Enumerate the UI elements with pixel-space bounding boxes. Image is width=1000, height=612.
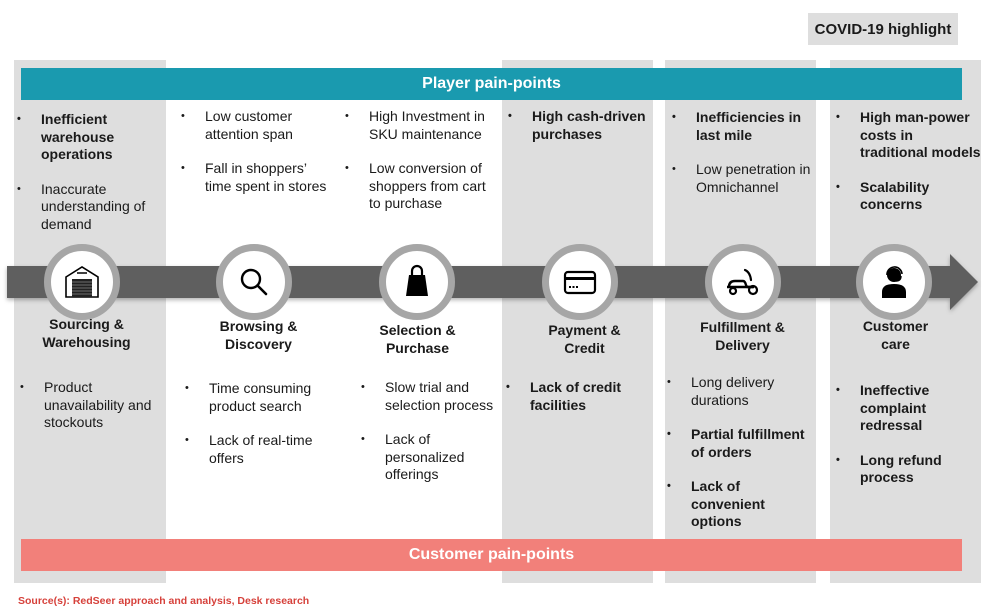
player-point: Low conversion of shoppers from cart to … bbox=[345, 160, 495, 213]
player-point: Inaccurate understanding of demand bbox=[17, 181, 167, 234]
search-icon bbox=[240, 268, 268, 296]
stage-circle-selection bbox=[379, 244, 455, 320]
stage-circle-browsing bbox=[216, 244, 292, 320]
customer-support-icon bbox=[882, 266, 906, 298]
warehouse-icon bbox=[65, 266, 99, 298]
customer-points-selection: Slow trial and selection process Lack of… bbox=[361, 379, 506, 501]
customer-point: Ineffective complaint redressal bbox=[836, 382, 981, 435]
customer-point: Lack of convenient options bbox=[667, 478, 817, 531]
stage-title-payment: Payment & Credit bbox=[548, 322, 621, 356]
player-points-sourcing: Inefficient warehouse operations Inaccur… bbox=[17, 111, 167, 250]
customer-points-sourcing: Product unavailability and stockouts bbox=[20, 379, 165, 449]
credit-card-icon bbox=[563, 270, 597, 295]
player-point: Scalability concerns bbox=[836, 179, 981, 214]
stage-title-browsing: Browsing & Discovery bbox=[219, 318, 298, 352]
player-pain-points-band: Player pain-points bbox=[21, 68, 962, 100]
player-points-payment: High cash-driven purchases bbox=[508, 108, 653, 160]
customer-points-fulfillment: Long delivery durations Partial fulfillm… bbox=[667, 374, 817, 548]
customer-point: Long refund process bbox=[836, 452, 981, 487]
stage-circle-sourcing bbox=[44, 244, 120, 320]
player-points-customer-care: High man-power costs in traditional mode… bbox=[836, 109, 981, 231]
player-points-selection: High Investment in SKU maintenance Low c… bbox=[345, 108, 495, 230]
player-points-browsing: Low customer attention span Fall in shop… bbox=[181, 108, 331, 212]
player-point: Low penetration in Omnichannel bbox=[672, 161, 817, 196]
covid-highlight-legend: COVID-19 highlight bbox=[808, 13, 958, 45]
customer-points-customer-care: Ineffective complaint redressal Long ref… bbox=[836, 382, 981, 504]
player-point: High man-power costs in traditional mode… bbox=[836, 109, 981, 162]
source-note: Source(s): RedSeer approach and analysis… bbox=[18, 595, 310, 607]
covid-column-payment bbox=[502, 60, 653, 583]
shopping-bag-icon bbox=[406, 264, 428, 296]
customer-points-browsing: Time consuming product search Lack of re… bbox=[185, 380, 335, 484]
stage-title-customer-care: Customer care bbox=[862, 318, 929, 352]
customer-point: Lack of personalized offerings bbox=[361, 431, 506, 484]
customer-point: Product unavailability and stockouts bbox=[20, 379, 165, 432]
stage-circle-payment bbox=[542, 244, 618, 320]
customer-point: Partial fulfillment of orders bbox=[667, 426, 817, 461]
stage-circle-fulfillment bbox=[705, 244, 781, 320]
player-point: Inefficient warehouse operations bbox=[17, 111, 167, 164]
player-point: Fall in shoppers’ time spent in stores bbox=[181, 160, 331, 195]
customer-point: Lack of real-time offers bbox=[185, 432, 335, 467]
player-point: Low customer attention span bbox=[181, 108, 331, 143]
customer-pain-points-band: Customer pain-points bbox=[21, 539, 962, 571]
stage-title-sourcing: Sourcing & Warehousing bbox=[42, 316, 131, 350]
player-points-fulfillment: Inefficiencies in last mile Low penetrat… bbox=[672, 109, 817, 213]
player-point: High cash-driven purchases bbox=[508, 108, 653, 143]
stage-circle-customer-care bbox=[856, 244, 932, 320]
player-point: High Investment in SKU maintenance bbox=[345, 108, 495, 143]
customer-point: Time consuming product search bbox=[185, 380, 335, 415]
customer-point: Lack of credit facilities bbox=[506, 379, 651, 414]
scooter-icon bbox=[727, 268, 759, 296]
customer-points-payment: Lack of credit facilities bbox=[506, 379, 651, 431]
player-point: Inefficiencies in last mile bbox=[672, 109, 817, 144]
customer-point: Long delivery durations bbox=[667, 374, 817, 409]
stage-title-selection: Selection & Purchase bbox=[379, 322, 456, 356]
stage-title-fulfillment: Fulfillment & Delivery bbox=[700, 319, 785, 353]
customer-point: Slow trial and selection process bbox=[361, 379, 506, 414]
